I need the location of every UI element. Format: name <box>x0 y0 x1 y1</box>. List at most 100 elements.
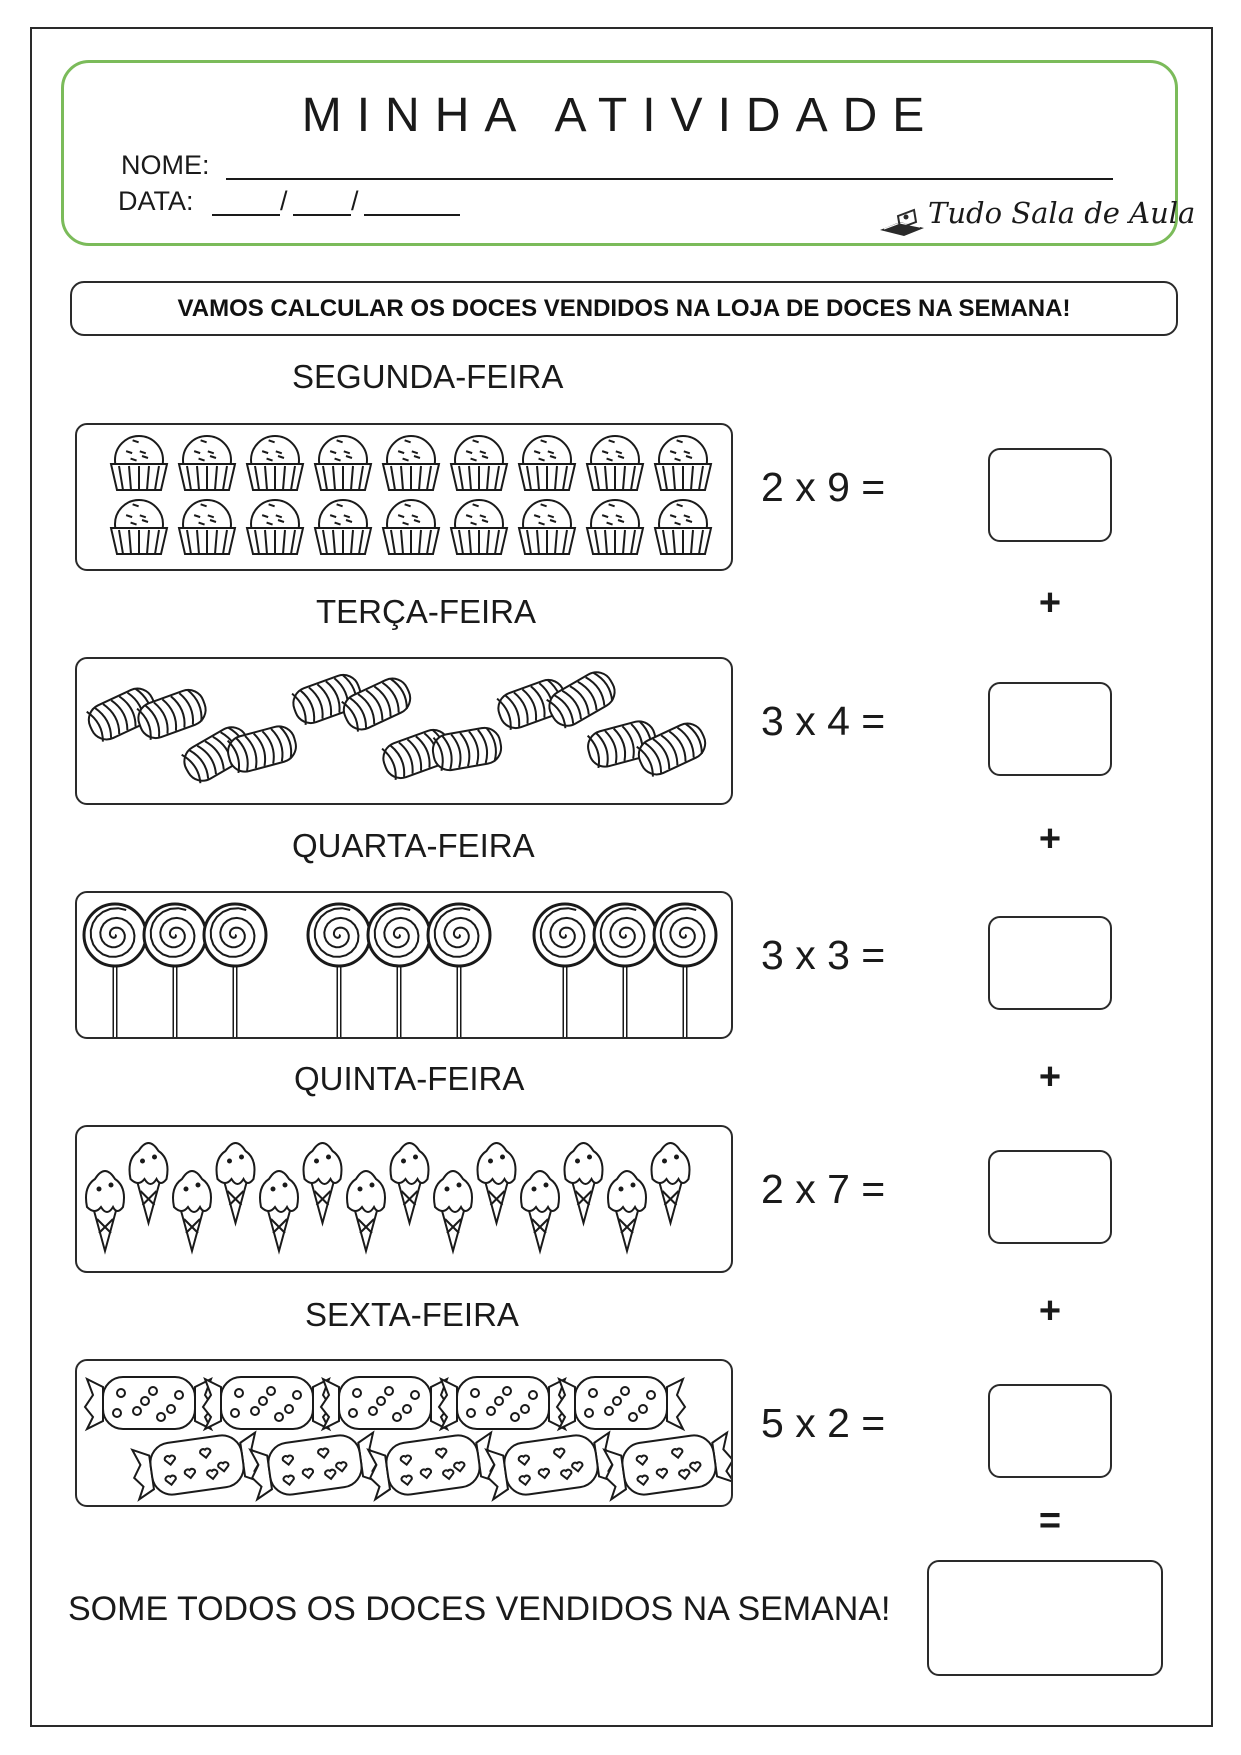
instruction-text: VAMOS CALCULAR OS DOCES VENDIDOS NA LOJA… <box>177 294 1071 322</box>
total-answer-box[interactable] <box>927 1560 1163 1676</box>
marshmallow-icon-group <box>86 671 707 784</box>
brigadeiro-icon <box>381 499 441 555</box>
date-year-field[interactable] <box>364 214 460 216</box>
wrapped-candy-icon <box>319 1376 451 1432</box>
wrapped-candy-icon-group <box>83 1376 731 1502</box>
wrapped-candy-icon <box>555 1376 687 1432</box>
date-month-field[interactable] <box>293 214 351 216</box>
marshmallow-icon <box>431 726 503 772</box>
answer-box-terca[interactable] <box>988 682 1112 776</box>
brigadeiro-icon-group <box>109 435 713 555</box>
brigadeiro-icon <box>653 499 713 555</box>
sweets-panel-segunda <box>75 423 733 571</box>
sweets-panel-quinta <box>75 1125 733 1273</box>
brigadeiro-icon <box>517 499 577 555</box>
book-icon <box>880 208 924 236</box>
plus-sign: + <box>1038 1056 1062 1098</box>
brigadeiro-icon <box>517 435 577 491</box>
ice-cream-cone-icon <box>128 1142 169 1227</box>
marshmallow-icon <box>636 722 707 777</box>
ice-cream-cone-icon <box>476 1142 517 1227</box>
lollipop-icon <box>652 902 718 1037</box>
marshmallow-icon <box>136 688 207 740</box>
ice-cream-cone-icon <box>259 1170 299 1255</box>
equation-sexta: 5 x 2 = <box>761 1400 886 1446</box>
ice-cream-cone-icon <box>520 1170 560 1255</box>
sweets-panel-terca <box>75 657 733 805</box>
wrapped-candy-icon <box>366 1430 501 1502</box>
day-label-quarta: QUARTA-FEIRA <box>292 827 535 864</box>
answer-box-quarta[interactable] <box>988 916 1112 1010</box>
page-title: MINHA ATIVIDADE <box>301 89 940 142</box>
answer-box-segunda[interactable] <box>988 448 1112 542</box>
marshmallow-icon <box>546 671 616 729</box>
wrapped-candy-icon <box>437 1376 569 1432</box>
plus-sign: + <box>1038 1290 1062 1332</box>
logo-text: Tudo Sala de Aula <box>928 196 1196 230</box>
ice-cream-cone-icon <box>650 1142 691 1227</box>
equation-quarta: 3 x 3 = <box>761 932 886 978</box>
date-separator: / <box>280 186 288 216</box>
instruction-box: VAMOS CALCULAR OS DOCES VENDIDOS NA LOJA… <box>70 281 1178 336</box>
brigadeiro-icon <box>313 499 373 555</box>
equation-quinta: 2 x 7 = <box>761 1166 886 1212</box>
lollipop-icon <box>306 902 372 1037</box>
brigadeiro-icon <box>245 435 305 491</box>
name-field[interactable] <box>226 178 1113 180</box>
wrapped-candy-icon <box>83 1376 215 1432</box>
wrapped-candy-icon <box>484 1430 619 1502</box>
brigadeiro-icon <box>585 499 645 555</box>
ice-cream-cone-icon <box>172 1170 212 1255</box>
answer-box-quinta[interactable] <box>988 1150 1112 1244</box>
wrapped-candy-icon <box>130 1430 265 1502</box>
marshmallow-icon <box>381 728 452 780</box>
brigadeiro-icon <box>585 435 645 491</box>
lollipop-icon-group <box>82 902 718 1037</box>
sweets-panel-quarta <box>75 891 733 1039</box>
logo: Tudo Sala de Aula <box>876 196 1195 240</box>
ice-cream-cone-icon <box>433 1170 473 1255</box>
marshmallow-icon <box>341 677 412 732</box>
page-border <box>30 27 1213 1727</box>
lollipop-icon <box>366 902 432 1037</box>
ice-cream-cone-icon <box>85 1170 125 1255</box>
date-label: DATA: <box>118 186 194 216</box>
ice-cream-cone-icon <box>346 1170 386 1255</box>
ice-cream-cone-icon-group <box>85 1142 691 1255</box>
brigadeiro-icon <box>109 499 169 555</box>
lollipop-icon <box>202 902 268 1037</box>
ice-cream-cone-icon <box>389 1142 430 1227</box>
header-box <box>61 60 1178 246</box>
final-prompt: SOME TODOS OS DOCES VENDIDOS NA SEMANA! <box>68 1590 891 1628</box>
day-label-quinta: QUINTA-FEIRA <box>294 1060 525 1097</box>
answer-box-sexta[interactable] <box>988 1384 1112 1478</box>
brigadeiro-icon <box>653 435 713 491</box>
sweets-panel-sexta <box>75 1359 733 1507</box>
brigadeiro-icon <box>109 435 169 491</box>
lollipop-icon <box>532 902 598 1037</box>
lollipop-icon <box>82 902 148 1037</box>
marshmallow-icon <box>226 725 297 774</box>
plus-sign: + <box>1038 582 1062 624</box>
wrapped-candy-icon <box>248 1430 383 1502</box>
day-label-sexta: SEXTA-FEIRA <box>305 1296 519 1333</box>
ice-cream-cone-icon <box>215 1142 256 1227</box>
name-label: NOME: <box>121 150 210 180</box>
day-label-terca: TERÇA-FEIRA <box>316 593 537 630</box>
ice-cream-cone-icon <box>563 1142 604 1227</box>
plus-sign: + <box>1038 818 1062 860</box>
lollipop-icon <box>426 902 492 1037</box>
date-day-field[interactable] <box>212 214 280 216</box>
day-label-segunda: SEGUNDA-FEIRA <box>292 358 564 395</box>
brigadeiro-icon <box>177 435 237 491</box>
brigadeiro-icon <box>449 499 509 555</box>
lollipop-icon <box>142 902 208 1037</box>
wrapped-candy-icon <box>201 1376 333 1432</box>
lollipop-icon <box>592 902 658 1037</box>
date-separator: / <box>351 186 359 216</box>
equation-segunda: 2 x 9 = <box>761 464 886 510</box>
ice-cream-cone-icon <box>302 1142 343 1227</box>
brigadeiro-icon <box>313 435 373 491</box>
brigadeiro-icon <box>177 499 237 555</box>
equation-terca: 3 x 4 = <box>761 698 886 744</box>
